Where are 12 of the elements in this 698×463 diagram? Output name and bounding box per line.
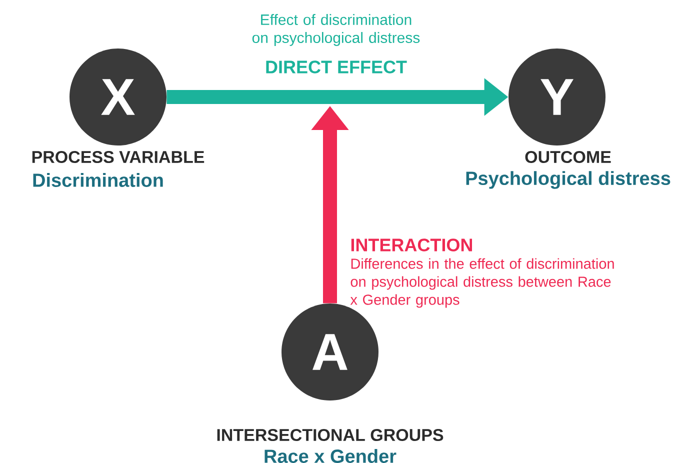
circle-node: Y	[508, 48, 606, 146]
effect-heading: DIRECT EFFECT	[266, 60, 407, 74]
circle-node: X	[70, 48, 166, 146]
node-subtitle: Race x Gender	[264, 449, 396, 463]
node-subtitle: Psychological distress	[466, 171, 670, 189]
node-title: OUTCOME	[525, 150, 611, 164]
circle-node: A	[282, 304, 378, 400]
interaction-heading: INTERACTION	[351, 238, 472, 252]
node-subtitle: Discrimination	[33, 173, 163, 187]
effect-caption: Effect of discrimination on psychological distress	[252, 14, 420, 46]
node-title: INTERSECTIONAL GROUPS	[217, 428, 444, 442]
node-title: PROCESS VARIABLE	[32, 150, 204, 164]
